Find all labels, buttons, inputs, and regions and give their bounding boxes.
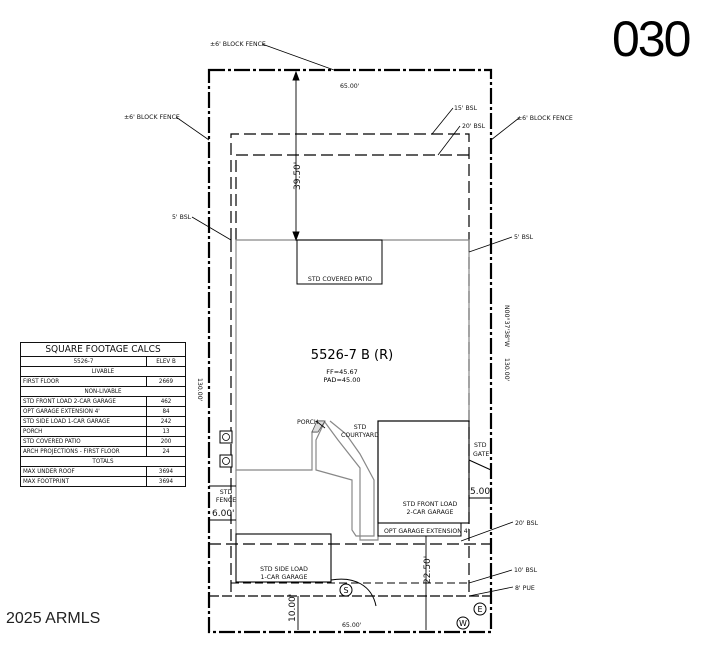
gate-label-2: GATE xyxy=(473,451,489,458)
sf-row-label: STD SIDE LOAD 1-CAR GARAGE xyxy=(20,416,147,427)
courtyard-label-2: COURTYARD xyxy=(341,432,379,439)
std-gate xyxy=(468,459,492,471)
sewer-label: S xyxy=(343,586,348,595)
bsl-15-line xyxy=(230,133,470,240)
sf-row-label: STD COVERED PATIO xyxy=(20,436,147,447)
block-fence-left-label: ±6' BLOCK FENCE xyxy=(124,114,180,121)
sf-row-value: 3694 xyxy=(146,466,186,477)
sf-nonlivable-header: NON-LIVABLE xyxy=(20,386,186,397)
right-yard-dim: 5.00' xyxy=(470,487,493,497)
sf-row-label: STD FRONT LOAD 2-CAR GARAGE xyxy=(20,396,147,407)
plan-model: 5526-7 B (R) xyxy=(311,348,393,363)
sf-plan: 5526-7 xyxy=(20,356,147,367)
bsl-10-label: 10' BSL xyxy=(514,567,538,574)
sf-row: OPT GARAGE EXTENSION 4'84 xyxy=(20,406,186,417)
plan-pad: PAD=45.00 xyxy=(323,376,360,384)
fence-label-1: STD xyxy=(220,489,233,496)
porch xyxy=(311,420,326,433)
sewer-icon xyxy=(339,583,353,597)
left-depth-dim: 130.00' xyxy=(196,378,203,402)
sf-livable-header: LIVABLE xyxy=(20,366,186,377)
bsl-20-top-label: 20' BSL xyxy=(462,123,486,130)
bsl-15-label: 15' BSL xyxy=(454,105,478,112)
sf-row-value: 200 xyxy=(146,436,186,447)
bsl-20-rear-line xyxy=(235,154,469,240)
plan-ff: FF=45.67 xyxy=(326,368,358,376)
sf-row-label: MAX FOOTPRINT xyxy=(20,476,147,487)
side-garage-label-2: 1-CAR GARAGE xyxy=(261,574,308,581)
equipment-pads xyxy=(219,430,233,468)
sf-totals-header: TOTALS xyxy=(20,456,186,467)
front-strip-dim: 10.00' xyxy=(288,594,298,622)
sf-row-label: OPT GARAGE EXTENSION 4' xyxy=(20,406,147,417)
pue-8-label: 8' PUE xyxy=(515,585,535,592)
walkway xyxy=(330,578,377,607)
rear-setback-dim: 39.50' xyxy=(293,162,303,190)
gate-label-1: STD xyxy=(474,442,487,449)
bsl-5-right-label: 5' BSL xyxy=(514,234,534,241)
sf-row-label: PORCH xyxy=(20,426,147,437)
garage-ext-label: OPT GARAGE EXTENSION 4' xyxy=(384,528,470,535)
front-garage-label-2: 2-CAR GARAGE xyxy=(407,509,454,516)
sf-row-label: FIRST FLOOR xyxy=(20,376,147,387)
sf-row-label: ARCH PROJECTIONS - FIRST FLOOR xyxy=(20,446,147,457)
bsl-20-bottom-label: 20' BSL xyxy=(515,520,539,527)
sf-row-value: 2669 xyxy=(146,376,186,387)
bottom-width-dim: 65.00' xyxy=(342,622,362,629)
sf-row-value: 3694 xyxy=(146,476,186,487)
sf-row-value: 242 xyxy=(146,416,186,427)
lot-number: 030 xyxy=(612,11,691,67)
covered-patio xyxy=(296,239,383,285)
water-label: W xyxy=(459,619,467,628)
courtyard-label-1: STD xyxy=(354,424,367,431)
fence-label-2: FENCE xyxy=(216,497,236,504)
right-bearing: N00°37'38"W xyxy=(503,305,511,347)
covered-patio-label: STD COVERED PATIO xyxy=(308,276,372,283)
bsl-5-left-label: 5' BSL xyxy=(172,214,192,221)
top-width-dim: 65.00' xyxy=(340,83,360,90)
sf-row-label: MAX UNDER ROOF xyxy=(20,466,147,477)
copyright-watermark: 2025 ARMLS xyxy=(6,610,101,627)
side-garage-label-1: STD SIDE LOAD xyxy=(260,566,308,573)
sf-row-value: 13 xyxy=(146,426,186,437)
sf-table-title: SQUARE FOOTAGE CALCS xyxy=(20,342,186,357)
right-depth-dim: 130.00' xyxy=(503,358,510,382)
sf-elev: ELEV B xyxy=(146,356,186,367)
left-yard-dim: 6.00' xyxy=(212,509,235,519)
sf-row-value: 24 xyxy=(146,446,186,457)
front-garage-label-1: STD FRONT LOAD xyxy=(403,501,458,508)
block-fence-top-label: ±6' BLOCK FENCE xyxy=(210,41,266,48)
water-icon xyxy=(456,616,470,630)
courtyard-wall xyxy=(315,420,375,537)
block-fence-right-label: ±6' BLOCK FENCE xyxy=(517,115,573,122)
garage-extension xyxy=(377,522,462,537)
property-line xyxy=(207,68,493,634)
side-load-garage xyxy=(235,533,332,583)
driveway-dim: 22.50' xyxy=(423,556,433,584)
electric-label: E xyxy=(477,605,482,614)
electric-icon xyxy=(473,602,487,616)
porch-label: PORCH xyxy=(297,419,319,426)
sf-row-value: 462 xyxy=(146,396,186,407)
sf-row-value: 84 xyxy=(146,406,186,417)
